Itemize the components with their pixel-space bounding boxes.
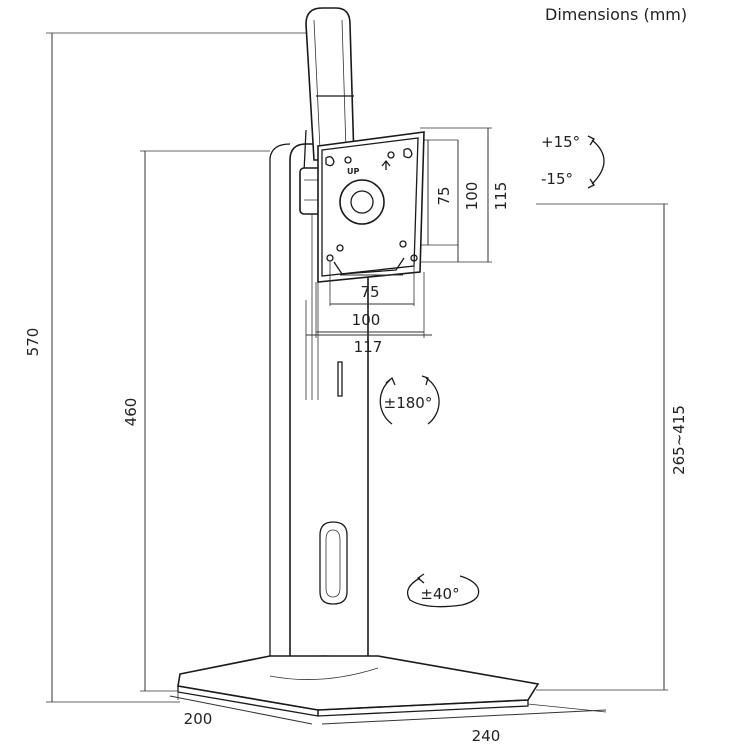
rotation-indicator: ±180°	[379, 375, 440, 425]
dimension-pole-height: 460	[122, 151, 146, 691]
cable-management-hole	[319, 521, 348, 605]
swivel-label: ±40°	[420, 585, 459, 603]
diagram-title: Dimensions (mm)	[545, 5, 687, 24]
up-arrow-icon	[381, 159, 391, 170]
swivel-arrow-icon	[406, 575, 480, 608]
dim-label-265-415: 265~415	[670, 405, 688, 475]
dimension-height-range: 265~415	[663, 204, 688, 690]
plate-up-mark: UP	[347, 167, 359, 176]
dimension-base-width: 240	[321, 703, 607, 745]
dim-label-570: 570	[24, 328, 42, 357]
tilt-down-label: -15°	[541, 170, 573, 188]
dim-label-plate-115: 115	[492, 182, 510, 211]
tilt-up-label: +15°	[541, 133, 580, 151]
dim-label-vesa-75-vertical: 75	[435, 186, 453, 205]
tilt-indicator: +15° -15°	[541, 133, 605, 189]
tilt-arrow-icon	[591, 139, 605, 185]
dim-label-vesa-100-horizontal: 100	[352, 311, 381, 329]
dim-label-vesa-75-horizontal: 75	[360, 283, 379, 301]
dimension-vesa-horizontal: 75 100 117	[305, 262, 432, 400]
mounting-holes	[325, 148, 418, 262]
rotate-label: ±180°	[384, 394, 433, 412]
dim-label-plate-117: 117	[354, 338, 383, 356]
rotation-hub	[339, 179, 385, 225]
dimension-total-height: 570	[24, 33, 53, 702]
extension-lines	[46, 32, 668, 703]
dim-label-vesa-100-vertical: 100	[463, 182, 481, 211]
dimension-vesa-vertical: 75 100 115	[427, 128, 510, 262]
swivel-indicator: ±40°	[406, 573, 480, 608]
dim-label-240: 240	[472, 727, 501, 745]
column-slot	[337, 361, 343, 397]
dim-label-460: 460	[122, 398, 140, 427]
rotate-arrow-icon	[379, 379, 393, 425]
stand-base	[177, 655, 540, 717]
vesa-mount-plate: UP	[317, 131, 425, 283]
dimension-base-depth: 200	[169, 690, 313, 728]
dim-label-200: 200	[184, 710, 213, 728]
